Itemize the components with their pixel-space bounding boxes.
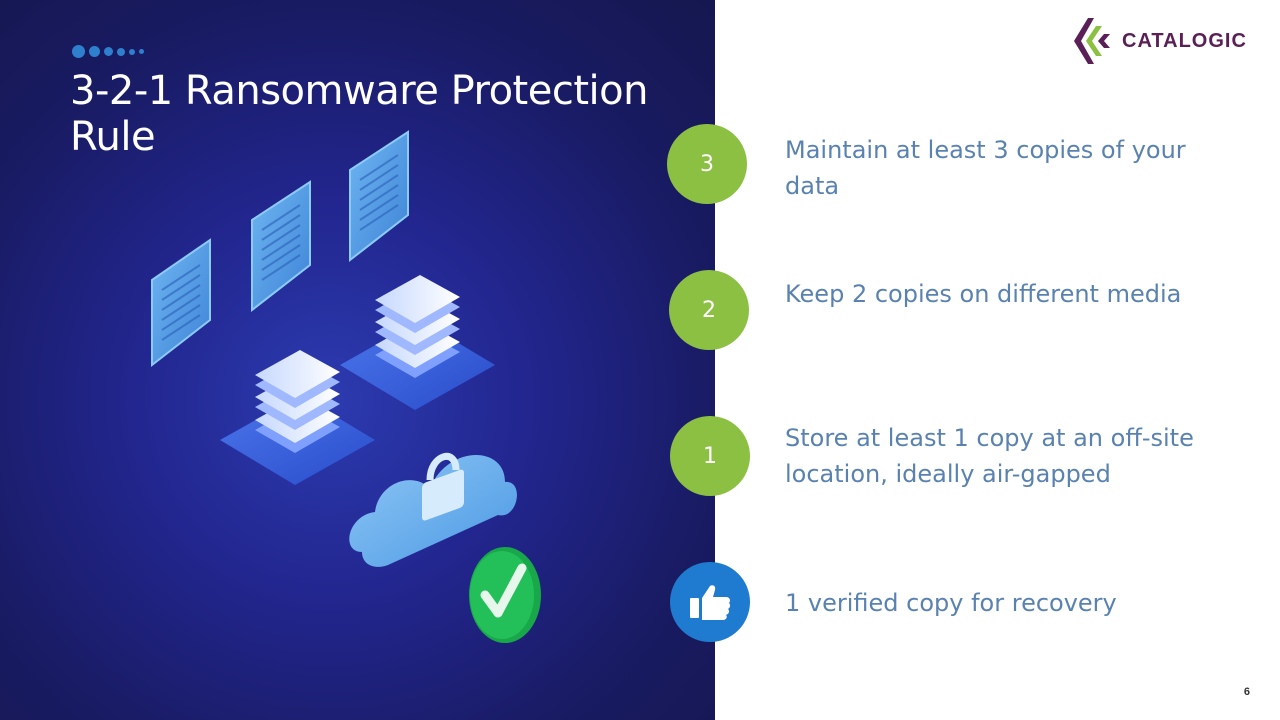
cloud-lock-icon <box>349 452 517 567</box>
document-icon <box>151 238 211 368</box>
left-panel: 3-2-1 Ransomware Protection Rule <box>0 0 715 720</box>
step-text-verified: 1 verified copy for recovery <box>785 589 1117 617</box>
document-icon <box>349 130 409 263</box>
page-number: 6 <box>1243 686 1250 698</box>
dot-icon <box>104 47 113 56</box>
server-stack-icon <box>220 350 375 485</box>
dot-icon <box>139 49 144 54</box>
document-icon <box>251 180 311 313</box>
decorative-dots <box>72 45 144 58</box>
step-text-3: Maintain at least 3 copies of your data <box>785 136 1186 200</box>
slide-title: 3-2-1 Ransomware Protection Rule <box>70 68 648 160</box>
step-badge-3: 3 <box>667 124 747 204</box>
step-text-1: Store at least 1 copy at an off-site loc… <box>785 424 1194 488</box>
step-badge-verified <box>670 562 750 642</box>
logo-text: CATALOGIC <box>1122 29 1247 52</box>
checkmark-badge-icon <box>469 547 541 643</box>
backup-illustration <box>151 130 541 643</box>
server-stack-icon <box>340 275 495 410</box>
logo-mark-icon <box>1074 18 1110 64</box>
dot-icon <box>129 48 135 55</box>
step-text-2: Keep 2 copies on different media <box>785 280 1182 308</box>
step-badge-1: 1 <box>670 416 750 496</box>
thumbs-up-icon <box>690 585 731 620</box>
dot-icon <box>72 45 85 58</box>
catalogic-logo: CATALOGIC <box>1072 16 1247 66</box>
dot-icon <box>117 47 125 56</box>
step-badge-2: 2 <box>669 270 749 350</box>
dot-icon <box>89 46 100 57</box>
